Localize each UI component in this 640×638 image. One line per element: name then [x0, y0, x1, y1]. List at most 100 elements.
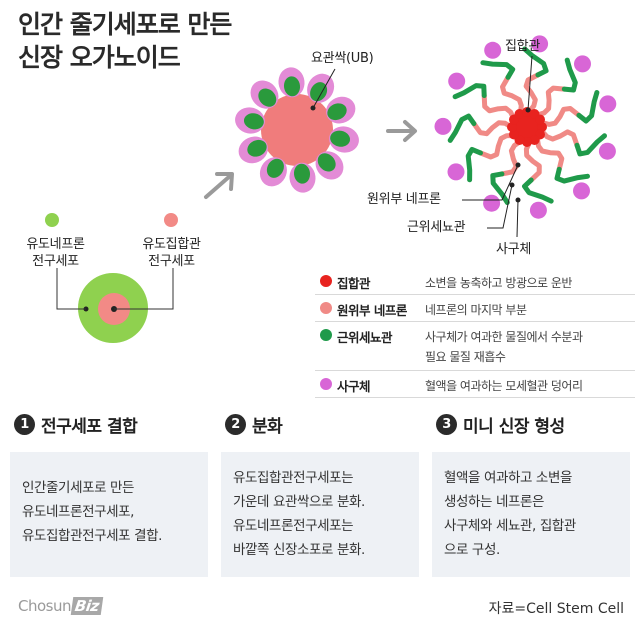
glomerulus [434, 117, 452, 135]
renal-vesicle-core [243, 113, 264, 130]
step-line: 생성하는 네프론은 [444, 494, 545, 510]
distal-nephron-tubule [471, 120, 514, 137]
proximal-tubule [522, 177, 554, 204]
ub-pointer-dot [310, 105, 316, 111]
legend-name: 근위세뇨관 [337, 330, 393, 345]
legend-name: 사구체 [337, 379, 371, 394]
step-line: 유도집합관전구세포는 [233, 470, 354, 486]
proximal-tubule [452, 83, 487, 100]
collecting-duct-pointer [527, 55, 533, 111]
distal-nephron-pointer-dot [515, 162, 521, 168]
distal-nephron-tubule [534, 136, 565, 172]
ureteric-bud-label: 요관싹(UB) [311, 51, 374, 66]
glomerulus [448, 72, 466, 90]
renal-vesicle-core [317, 153, 336, 172]
arrow-1 [204, 172, 234, 199]
proximal-tubule [480, 60, 516, 80]
proximal-tubule [561, 57, 578, 93]
glomerulus [599, 95, 617, 113]
distal-nephron-tubule [523, 72, 541, 114]
step-line: 유도네프론전구세포는 [233, 518, 354, 534]
renal-vesicle-core [310, 82, 328, 102]
glomerulus [447, 163, 465, 181]
legend-desc-line: 사구체가 여과한 물질에서 수분과 [425, 330, 583, 344]
distal-nephron-tubule [535, 85, 567, 118]
glomerulus [531, 35, 549, 53]
title-line-1: 인간 줄기세포로 만든 [18, 10, 232, 39]
collecting-duct-progenitor-legend-dot [164, 213, 178, 227]
distal-nephron-tubule [478, 133, 516, 160]
renal-vesicle-core [327, 103, 347, 121]
proximal-tubule [576, 90, 600, 124]
collecting-duct-progenitor-bracket [114, 268, 174, 310]
step-2-heading: 2 분화 [225, 412, 283, 437]
legend: 집합관 소변을 농축하고 방광으로 운반 원위부 네프론 네프론의 마지막 부분… [315, 268, 635, 398]
nephron-progenitor-bracket [56, 268, 86, 310]
proximal-tubule [554, 166, 590, 184]
collecting-duct-lobe [537, 122, 547, 132]
distal-nephron-tubule [481, 93, 517, 121]
proximal-tubule [490, 171, 510, 205]
collecting-duct-lobe [522, 137, 532, 147]
collecting-duct-pointer-dot [525, 107, 531, 113]
stage1-cell-cluster [45, 213, 178, 343]
collecting-duct-lobe [509, 129, 519, 140]
title-line-2: 신장 오가노이드 [18, 43, 181, 72]
logo-main: Chosun [18, 597, 72, 615]
step-3-description: 혈액을 여과하고 소변을 생성하는 네프론은 사구체와 세뇨관, 집합관 으로 … [432, 452, 630, 577]
step-2-number: 2 [225, 414, 246, 435]
renal-vesicle-core [258, 88, 277, 107]
collecting-duct-dot [320, 275, 332, 287]
renal-vesicle-core [247, 139, 267, 157]
source-credit: 자료=Cell Stem Cell [488, 601, 624, 617]
proximal-tubule-label: 근위세뇨관 [407, 220, 466, 235]
proximal-tubule-pointer [487, 184, 513, 229]
distal-nephron-tubule [539, 106, 582, 127]
collecting-duct-lobe [514, 109, 525, 119]
glomerulus [483, 194, 501, 212]
legend-row-proximal-tubule: 근위세뇨관 사구체가 여과한 물질에서 수분과 필요 물질 재흡수 [315, 322, 635, 371]
glomerulus-dot [320, 378, 332, 390]
legend-desc: 네프론의 마지막 부분 [425, 303, 527, 317]
step-1-description: 인간줄기세포로 만든 유도네프론전구세포, 유도집합관전구세포 결합. [10, 452, 208, 577]
glomerulus-pointer [516, 199, 519, 238]
collecting-duct-lobe [529, 135, 540, 145]
proximal-tubule [465, 146, 483, 183]
page-title: 인간 줄기세포로 만든 신장 오가노이드 [18, 8, 232, 74]
legend-row-collecting-duct: 집합관 소변을 농축하고 방광으로 운반 [315, 268, 635, 295]
glomerulus-pointer-dot [515, 197, 521, 203]
organoid-diagram [45, 35, 617, 343]
legend-name: 원위부 네프론 [337, 303, 407, 318]
step-line: 으로 구성. [444, 542, 500, 558]
step-3-title: 미니 신장 형성 [463, 417, 565, 437]
step-line: 바깥쪽 신장소포로 분화. [233, 542, 365, 558]
proximal-tubule-pointer-dot [509, 182, 515, 188]
legend-desc: 소변을 농축하고 방광으로 운반 [425, 276, 572, 290]
legend-row-glomerulus: 사구체 혈액을 여과하는 모세혈관 덩어리 [315, 371, 635, 398]
step-3-number: 3 [436, 414, 457, 435]
step-3-heading: 3 미니 신장 형성 [436, 412, 565, 437]
renal-vesicle-core [330, 130, 351, 147]
step-2-description: 유도집합관전구세포는 가운데 요관싹으로 분화. 유도네프론전구세포는 바깥쪽 … [221, 452, 419, 577]
step-1-heading: 1 전구세포 결합 [14, 412, 138, 437]
legend-row-distal-nephron: 원위부 네프론 네프론의 마지막 부분 [315, 295, 635, 322]
glomerulus [598, 142, 616, 160]
legend-name: 집합관 [337, 276, 371, 291]
step-2-title: 분화 [252, 417, 283, 437]
proximal-tubule [447, 113, 477, 143]
distal-nephron-tubule [499, 139, 523, 177]
logo-biz: Biz [70, 597, 104, 615]
legend-desc-line: 필요 물질 재흡수 [425, 350, 506, 364]
step-line: 가운데 요관싹으로 분화. [233, 494, 365, 510]
proximal-tubule-dot [320, 329, 332, 341]
proximal-tubule [522, 46, 549, 78]
proximal-tubule [574, 133, 607, 157]
legend-desc: 혈액을 여과하는 모세혈관 덩어리 [425, 379, 583, 393]
distal-nephron-tubule [523, 140, 542, 183]
collecting-duct-lobe [507, 122, 517, 132]
renal-vesicle-core [266, 158, 284, 178]
stage2-differentiation [235, 67, 359, 193]
ureteric-bud [261, 94, 333, 166]
glomerulus [529, 201, 547, 219]
